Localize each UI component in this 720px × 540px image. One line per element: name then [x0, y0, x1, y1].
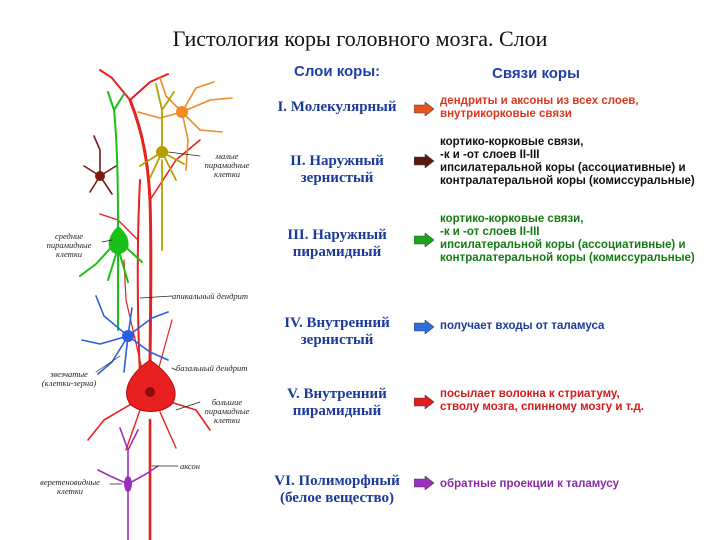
cortex-neurons-illustration: [79, 69, 233, 540]
layer-3-arrow-icon: [414, 233, 434, 247]
layer-4-conn-line: получает входы от таламуса: [440, 320, 605, 332]
label-small-pyramidal: малые пирамидные клетки: [196, 152, 258, 179]
purple-fusiform-soma: [124, 476, 132, 492]
layer-5-name-line2: пирамидный: [292, 403, 382, 419]
layer-4-connections: получает входы от таламуса: [440, 320, 604, 333]
label-line: большие: [211, 397, 243, 407]
orange-neuron-soma: [176, 106, 188, 118]
page-title: Гистология коры головного мозга. Слои: [172, 26, 548, 51]
layer-5-name: V. Внутренний пирамидный: [262, 386, 412, 420]
label-apical-dendrite: апикальный дендрит: [172, 291, 249, 301]
layer-2-conn-line: -к и -от слоев II-III: [440, 149, 540, 161]
layer-6-name-line1: VI. Полиморфный: [274, 473, 400, 489]
layer-2-conn-line: ипсилатеральной коры (ассоциативные) и: [440, 162, 686, 174]
layer-3-conn-line: кортико-корковые связи,: [440, 213, 584, 225]
label-line: звезчатые: [50, 369, 88, 379]
connections-header: Связи коры: [492, 65, 580, 82]
layer-4-name-line1: IV. Внутренний: [284, 315, 390, 331]
layer-6-conn-line: обратные проекции к таламусу: [440, 478, 620, 490]
layer-3-conn-line: ипсилатеральной коры (ассоциативные) и: [440, 239, 686, 251]
olive-pyramidal-neuron: [139, 83, 185, 251]
label-line: пирамидные: [204, 406, 250, 416]
blue-stellate-neuron: [81, 295, 169, 375]
label-pointers: [95, 151, 201, 485]
layer-6-arrow-icon: [414, 476, 434, 490]
orange-neuron: [137, 77, 233, 171]
green-pyramidal-soma: [108, 226, 129, 255]
layer-1-conn-line: дендриты и аксоны из всех слоев,: [440, 95, 639, 107]
label-basal-dendrite: базальный дендрит: [176, 363, 248, 373]
layer-1-connections: дендриты и аксоны из всех слоев, внутрик…: [440, 95, 639, 121]
layer-4-arrow-icon: [414, 320, 434, 334]
label-stellate: звезчатые (клетки-зерна): [34, 370, 104, 388]
layer-2-conn-line: контралатеральной коры (комиссуральные): [440, 175, 695, 187]
label-line: малые: [215, 151, 239, 161]
layer-4-name-line2: зернистый: [300, 332, 374, 348]
label-line: пирамидные: [46, 240, 92, 250]
layer-5-conn-line: посылает волокна к стриатуму,: [440, 388, 620, 400]
purple-fusiform-neuron: [97, 427, 159, 540]
label-fusiform: веретеновидные клетки: [28, 478, 112, 496]
label-line: веретеновидные: [40, 477, 100, 487]
layer-3-connections: кортико-корковые связи, -к и -от слоев I…: [440, 213, 695, 265]
layer-2-connections: кортико-корковые связи, -к и -от слоев I…: [440, 136, 695, 188]
darkred-neuron-soma: [95, 171, 105, 181]
layer-6-name-line2: (белое вещество): [279, 490, 395, 506]
layer-5-connections: посылает волокна к стриатуму, стволу моз…: [440, 388, 644, 414]
layers-header: Слои коры:: [294, 63, 381, 80]
layer-2-name-line1: II. Наружный: [290, 153, 384, 169]
label-line: клетки: [56, 486, 84, 496]
olive-pyramidal-soma: [156, 146, 168, 158]
layer-2-arrow-icon: [414, 154, 434, 168]
layer-6-connections: обратные проекции к таламусу: [440, 478, 619, 491]
large-pyramidal-soma: [126, 359, 176, 412]
darkred-neuron: [83, 135, 117, 195]
green-pyramidal-neuron: [79, 91, 143, 331]
layer-2-name: II. Наружный зернистый: [262, 153, 412, 187]
label-line: средние: [54, 231, 84, 241]
layer-5-conn-line: стволу мозга, спинному мозгу и т.д.: [440, 401, 644, 413]
layer-3-conn-line: контралатеральной коры (комиссуральные): [440, 252, 695, 264]
layer-3-name: III. Наружный пирамидный: [262, 227, 412, 261]
layer-5-arrow-icon: [414, 395, 434, 409]
label-line: клетки: [213, 415, 241, 425]
layer-3-name-line1: III. Наружный: [287, 227, 387, 243]
label-axon: аксон: [180, 461, 200, 471]
label-line: клетки: [213, 169, 241, 179]
layer-1-name-line1: I. Молекулярный: [277, 99, 397, 115]
layer-3-conn-line: -к и -от слоев II-III: [440, 226, 540, 238]
label-medium-pyramidal: средние пирамидные клетки: [34, 232, 104, 259]
layer-2-conn-line: кортико-корковые связи,: [440, 136, 584, 148]
label-large-pyramidal: большие пирамидные клетки: [196, 398, 258, 425]
layer-6-name: VI. Полиморфный (белое вещество): [258, 473, 416, 507]
label-line: (клетки-зерна): [41, 378, 97, 388]
layer-3-name-line2: пирамидный: [292, 244, 382, 260]
layer-2-name-line2: зернистый: [300, 170, 374, 186]
layer-1-conn-line: внутрикорковые связи: [440, 108, 572, 120]
blue-stellate-soma: [122, 330, 134, 342]
layer-5-name-line1: V. Внутренний: [287, 386, 387, 402]
layer-1-name: I. Молекулярный: [262, 99, 412, 116]
label-line: клетки: [55, 249, 83, 259]
layer-1-arrow-icon: [414, 102, 434, 116]
label-line: пирамидные: [204, 160, 250, 170]
layer-4-name: IV. Внутренний зернистый: [262, 315, 412, 349]
